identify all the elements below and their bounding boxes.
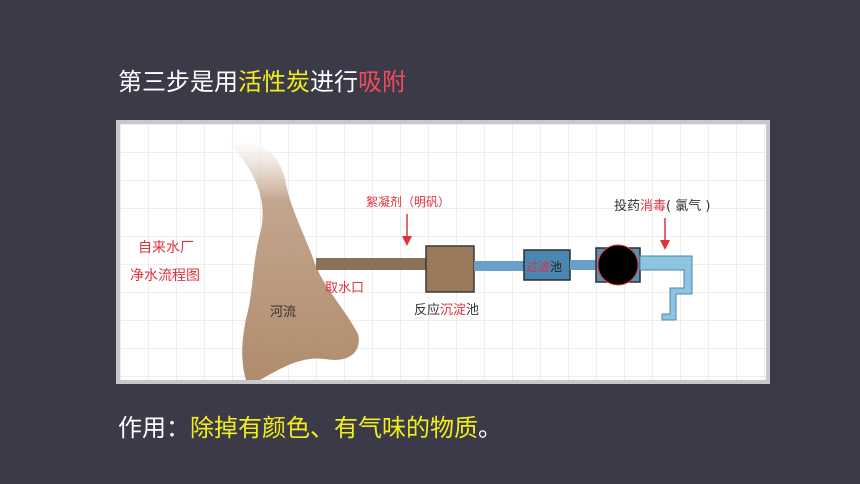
river-label: 河流 [270,305,296,320]
title-highlight-adsorption: 吸附 [358,68,406,96]
filter-label-b: 池 [550,260,562,274]
river-shape [230,141,359,380]
sedimentation-label-c: 池 [466,303,479,318]
filter-label: 过滤池 [526,260,562,274]
coagulant-arrow-head [402,236,412,246]
disinfection-arrow-head [660,240,670,250]
caption-prefix: 作用： [118,414,190,442]
sedimentation-label-a: 反应 [414,302,440,318]
diagram-heading-line1: 自来水厂 [138,240,194,256]
title-highlight-activated-carbon: 活性炭 [238,68,310,96]
activated-carbon-marker [597,244,639,286]
pipe-to-filter [474,261,524,271]
caption-effect: 除掉有颜色、有气味的物质 [190,414,478,442]
intake-label: 取水口 [325,281,364,296]
disinfection-label: 投药消毒( 氯气 ) [614,198,710,214]
diagram-heading-line2: 净水流程图 [130,268,200,284]
title-text-2: 进行 [310,68,358,96]
caption-suffix: 。 [478,414,502,442]
title-text-1: 第三步是用 [118,68,238,96]
diagram-panel: 自来水厂 净水流程图 河流 取水口 絮凝剂（明矾） 反应沉淀池 过滤池 投药消毒… [116,120,770,384]
water-treatment-diagram: 自来水厂 净水流程图 河流 取水口 絮凝剂（明矾） 反应沉淀池 过滤池 投药消毒… [120,124,766,380]
disinfection-label-b: 消毒 [640,199,666,214]
sedimentation-tank [425,245,475,293]
disinfection-label-c: ( 氯气 ) [666,198,710,214]
disinfection-label-a: 投药 [614,198,640,214]
caption: 作用：除掉有颜色、有气味的物质。 [118,408,502,443]
outlet-pipe [639,255,693,321]
intake-pipe [316,258,426,270]
slide-title: 第三步是用活性炭进行吸附 [118,62,406,97]
pipe-to-disinfection [570,260,596,270]
coagulant-label: 絮凝剂（明矾） [366,194,450,209]
sedimentation-label: 反应沉淀池 [414,302,479,318]
sedimentation-label-b: 沉淀 [440,303,466,318]
filter-label-a: 过滤 [526,260,550,274]
